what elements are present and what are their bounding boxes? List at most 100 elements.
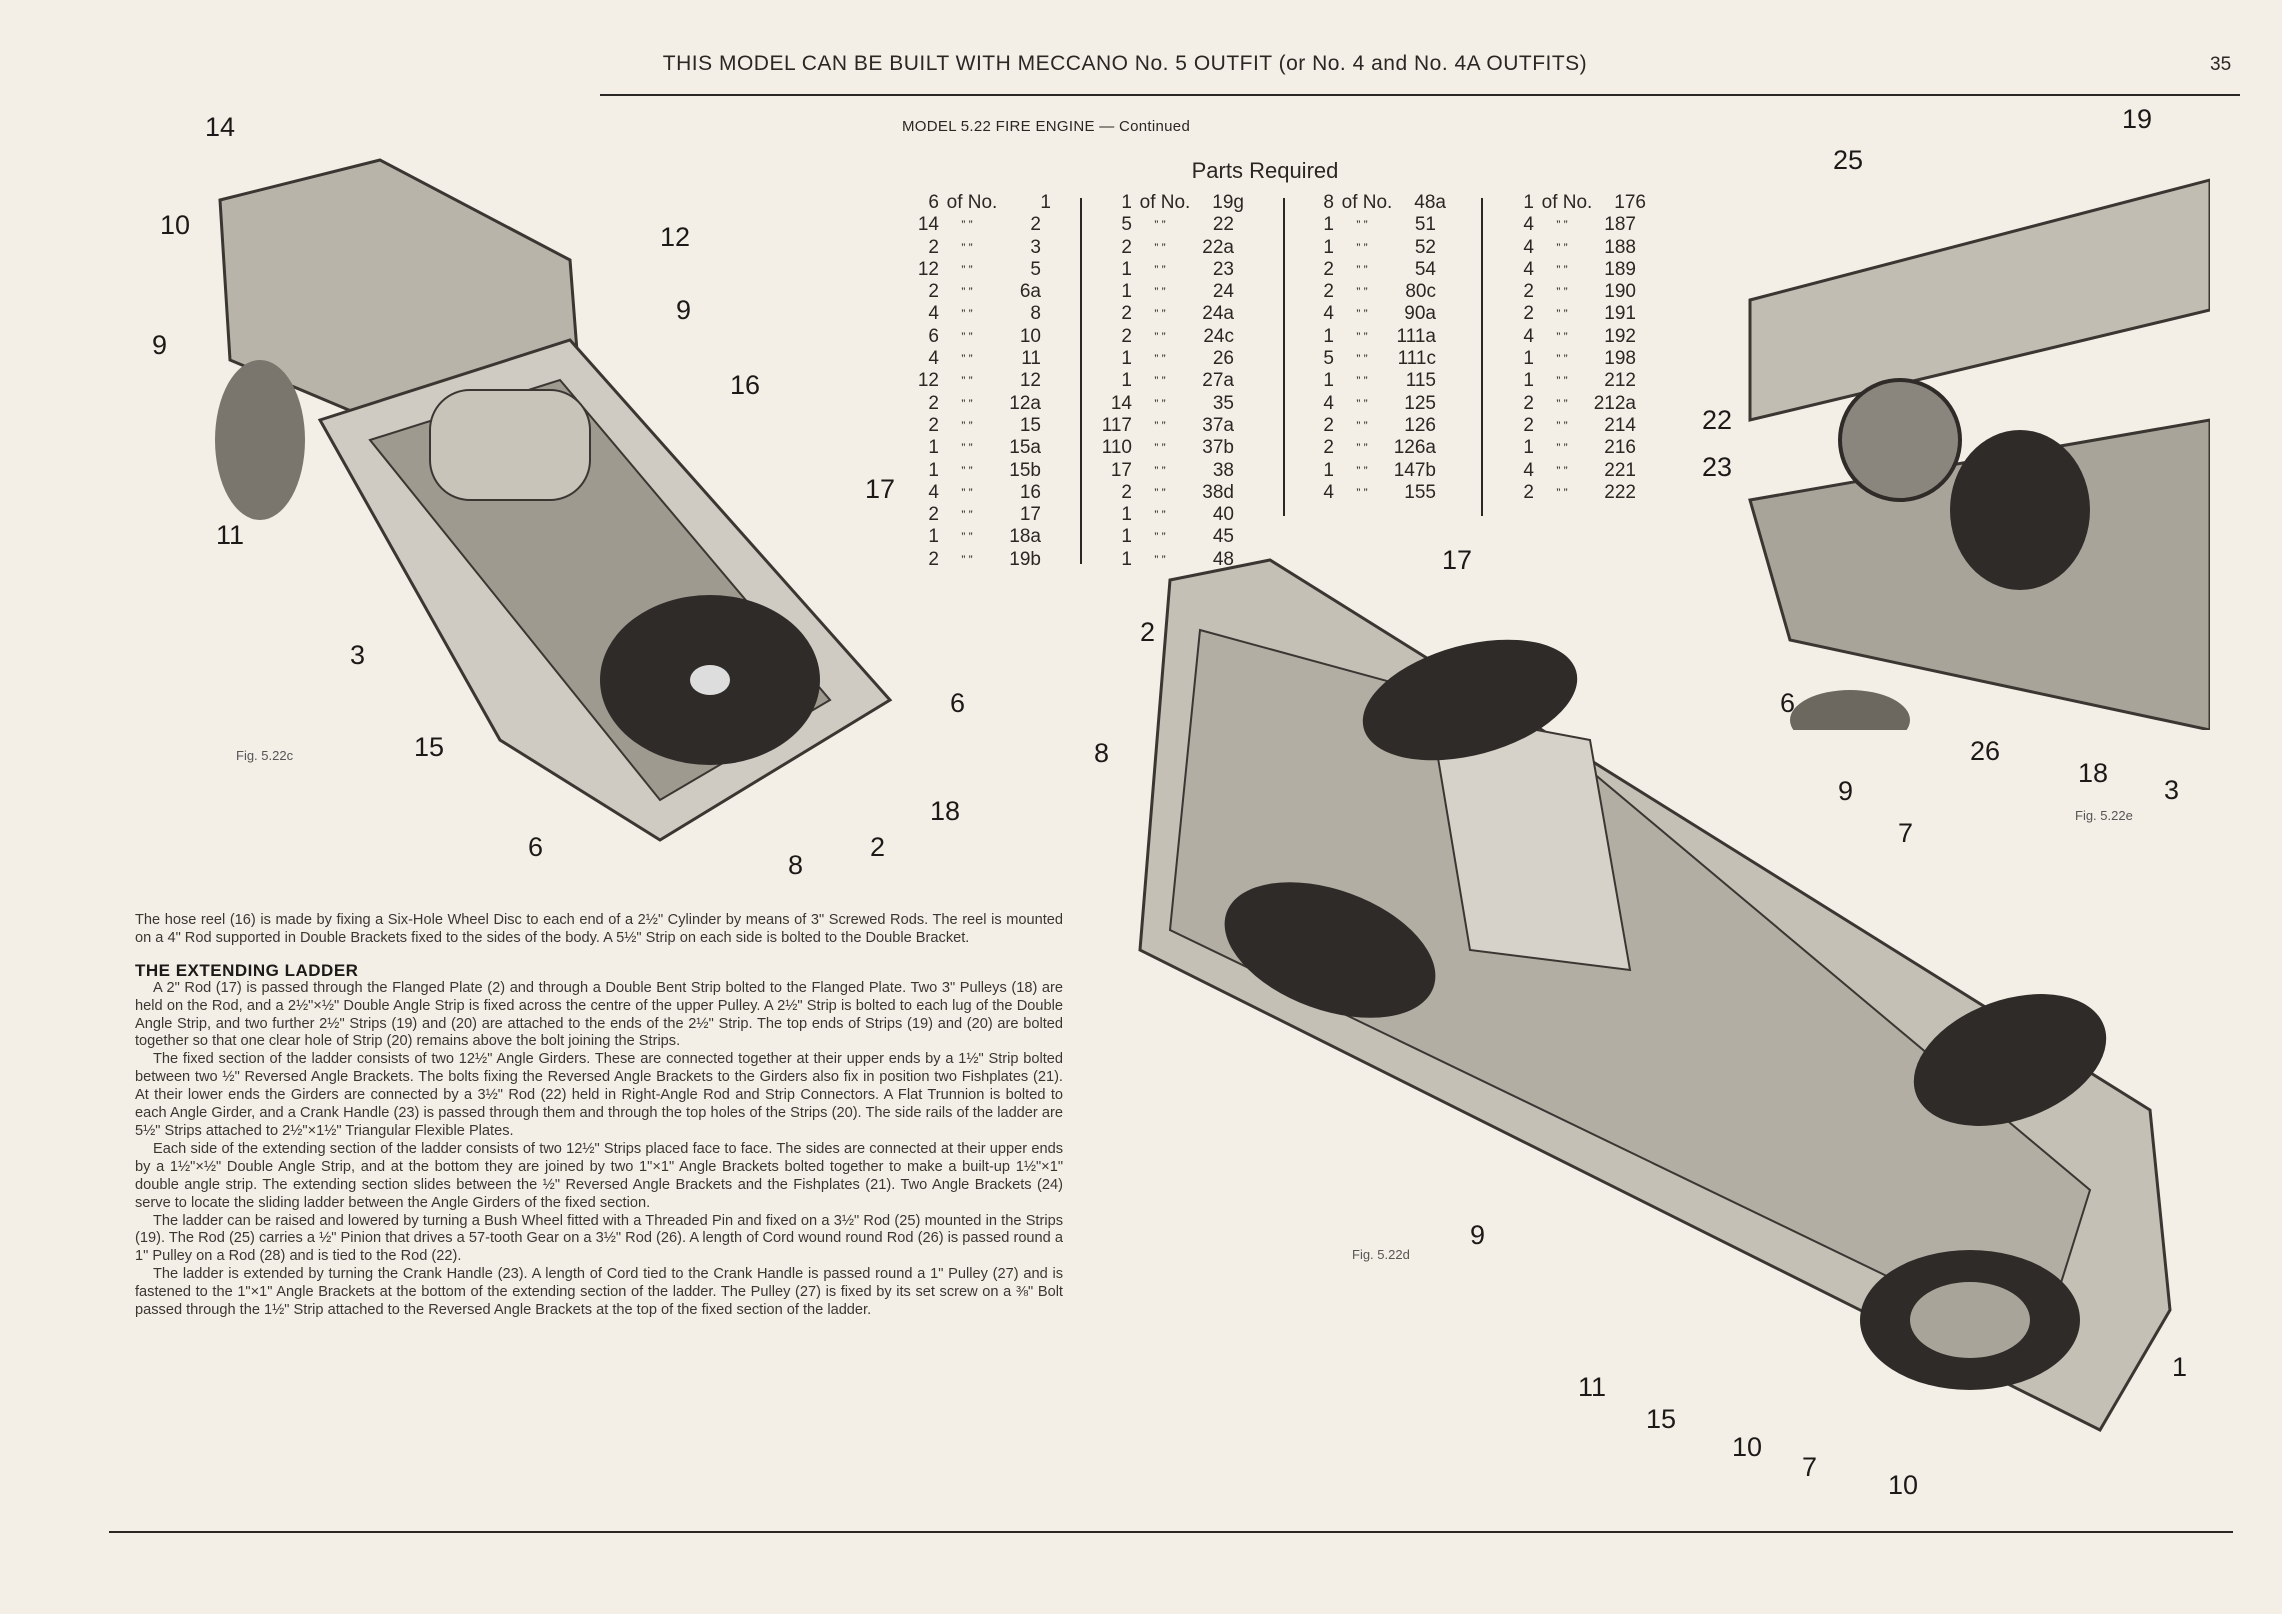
callout-label: 6 <box>528 832 544 862</box>
parts-row: 1” ”51 <box>1300 214 1446 236</box>
part-number: 212 <box>1604 370 1636 392</box>
quantity: 4 <box>928 348 939 370</box>
quantity: 2 <box>928 281 939 303</box>
quantity: 2 <box>1121 481 1132 503</box>
quantity: 4 <box>928 303 939 325</box>
parts-row: 1” ”18a <box>905 526 1051 548</box>
model-heading: MODEL 5.22 FIRE ENGINE — Continued <box>902 118 1191 135</box>
hose-reel-paragraph: The hose reel (16) is made by fixing a S… <box>135 912 1063 946</box>
parts-row: 2” ”80c <box>1300 281 1446 303</box>
part-number: 192 <box>1604 325 1636 347</box>
callout-label: 6 <box>1780 688 1796 718</box>
quantity: 1 <box>1121 504 1132 526</box>
part-number: 176 <box>1614 192 1646 213</box>
quantity: 2 <box>1523 414 1534 436</box>
quantity: 1 <box>1121 281 1132 303</box>
parts-row: 4” ”155 <box>1300 482 1446 504</box>
part-number: 24c <box>1203 325 1234 347</box>
ditto-marks: ” ” <box>1556 441 1568 456</box>
callout-label: 9 <box>1470 1220 1486 1250</box>
part-number: 35 <box>1212 392 1234 414</box>
parts-row: 5” ”111c <box>1300 348 1446 370</box>
parts-row: 2” ”222 <box>1500 482 1646 504</box>
parts-row: 4” ”188 <box>1500 237 1646 259</box>
quantity: 2 <box>1323 437 1334 459</box>
part-number: 111c <box>1397 348 1436 370</box>
ditto-marks: ” ” <box>1556 463 1568 478</box>
quantity: 1 <box>1121 370 1132 392</box>
callout-label: 15 <box>414 732 445 762</box>
quantity: 17 <box>1110 459 1132 481</box>
figure-caption: Fig. 5.22d <box>1352 1247 1410 1262</box>
part-number: 52 <box>1414 236 1436 258</box>
part-number: 24 <box>1212 281 1234 303</box>
quantity: 1 <box>1121 526 1132 548</box>
part-number: 12 <box>1019 370 1041 392</box>
callout-label: 11 <box>1578 1372 1607 1402</box>
callout-label: 26 <box>1970 736 2001 766</box>
part-number: 38d <box>1202 481 1234 503</box>
part-number: 27a <box>1202 370 1234 392</box>
part-number: 37b <box>1202 437 1234 459</box>
part-number: 1 <box>1040 192 1051 213</box>
part-number: 187 <box>1604 214 1636 236</box>
part-number: 212a <box>1593 392 1636 414</box>
part-number: 37a <box>1202 414 1234 436</box>
callout-label: 10 <box>160 210 191 240</box>
callout-label: 10 <box>1732 1432 1763 1462</box>
quantity: 2 <box>1523 392 1534 414</box>
quantity: 1 <box>1121 348 1132 370</box>
parts-row: 4” ”8 <box>905 303 1051 325</box>
part-number: 16 <box>1019 481 1041 503</box>
of-no-label: of No. <box>1541 192 1593 213</box>
parts-row: 2” ”12a <box>905 393 1051 415</box>
parts-row: 1” ”48 <box>1098 549 1244 571</box>
ditto-marks: ” ” <box>1154 485 1166 500</box>
parts-row: 110” ”37b <box>1098 437 1244 459</box>
parts-row: 2 ” ” 212a <box>1500 393 1646 415</box>
callout-label: 7 <box>1802 1452 1818 1482</box>
quantity: 1 <box>928 526 939 548</box>
ditto-marks: ” ” <box>961 329 973 344</box>
ditto-marks: ” ” <box>1154 374 1166 389</box>
parts-row: 2” ”17 <box>905 504 1051 526</box>
parts-row: 4” ”221 <box>1500 460 1646 482</box>
callout-label: 23 <box>1702 452 1733 482</box>
callout-label: 9 <box>152 330 168 360</box>
part-number: 125 <box>1404 392 1436 414</box>
part-number: 111a <box>1396 325 1436 347</box>
parts-row: 117” ”37a <box>1098 415 1244 437</box>
quantity: 4 <box>1523 459 1534 481</box>
quantity: 1 <box>1323 459 1334 481</box>
ditto-marks: ” ” <box>1556 485 1568 500</box>
callout-label: 19 <box>2122 104 2153 134</box>
parts-row: 2” ”54 <box>1300 259 1446 281</box>
quantity: 5 <box>1323 348 1334 370</box>
quantity: 12 <box>917 370 939 392</box>
part-number: 40 <box>1212 504 1234 526</box>
quantity: 1 <box>1121 548 1132 570</box>
paragraph: The ladder is extended by turning the Cr… <box>135 1266 1063 1319</box>
quantity: 8 <box>1323 192 1334 213</box>
parts-row: 2” ”191 <box>1500 303 1646 325</box>
paragraph: A 2" Rod (17) is passed through the Flan… <box>135 979 1063 1050</box>
part-number: 23 <box>1212 258 1234 280</box>
part-number: 80c <box>1405 281 1436 303</box>
parts-row: 12” ”12 <box>905 370 1051 392</box>
parts-row: 2” ”6a <box>905 281 1051 303</box>
ditto-marks: ” ” <box>1154 530 1166 545</box>
ditto-marks: ” ” <box>1154 552 1166 567</box>
quantity: 1 <box>1323 214 1334 236</box>
part-number: 24a <box>1202 303 1234 325</box>
quantity: 2 <box>1323 258 1334 280</box>
part-number: 115 <box>1405 370 1436 392</box>
ditto-marks: ” ” <box>1356 329 1368 344</box>
ditto-marks: ” ” <box>1556 396 1568 411</box>
part-number: 188 <box>1604 236 1636 258</box>
quantity: 2 <box>1121 325 1132 347</box>
ditto-marks: ” ” <box>1556 374 1568 389</box>
ditto-marks: ” ” <box>1556 418 1568 433</box>
part-number: 222 <box>1604 481 1636 503</box>
part-number: 15 <box>1019 414 1041 436</box>
ditto-marks: ” ” <box>1154 396 1166 411</box>
